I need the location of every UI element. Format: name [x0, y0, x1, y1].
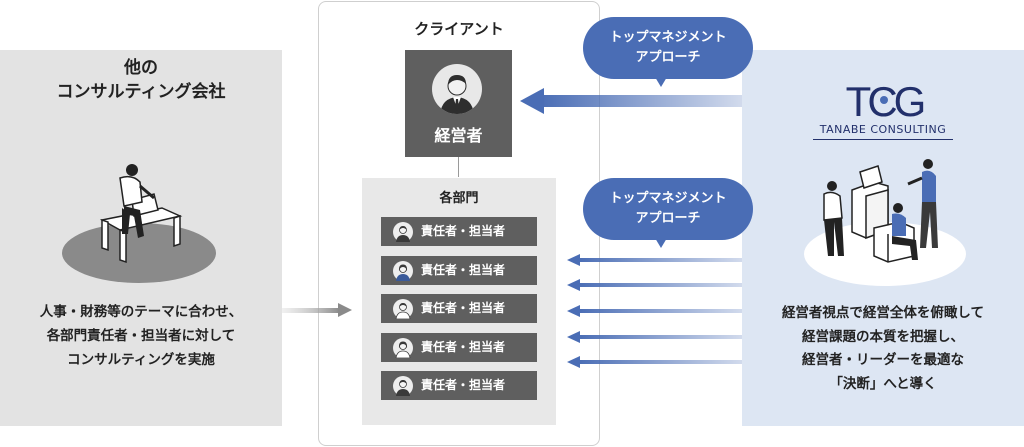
top-management-bubble-lower: トップマネジメント アプローチ — [583, 178, 753, 248]
consultant-at-desk-illustration — [62, 164, 216, 283]
manager-item: 責任者・担当者 — [381, 255, 537, 285]
tcg-description: 経営者視点で経営全体を俯瞰して 経営課題の本質を把握し、 経営者・リーダーを最適… — [781, 305, 985, 392]
other-consulting-title: 他の コンサルティング会社 — [56, 58, 226, 102]
person-avatar-icon — [393, 376, 413, 396]
tcg-logo: TCG — [846, 78, 928, 122]
person-avatar-icon — [393, 260, 413, 281]
tcg-team-illustration — [804, 159, 966, 286]
person-avatar-icon — [393, 222, 413, 242]
manager-label: 責任者・担当者 — [421, 339, 506, 354]
client-title: クライアント — [414, 20, 504, 38]
person-avatar-icon — [393, 299, 413, 319]
manager-label: 責任者・担当者 — [421, 378, 506, 392]
manager-item: 責任者・担当者 — [381, 371, 537, 400]
manager-item: 責任者・担当者 — [381, 217, 537, 246]
executive-label: 経営者 — [434, 126, 483, 145]
executive-box: 経営者 — [405, 50, 512, 157]
top-management-bubble: トップマネジメント アプローチ — [583, 17, 753, 87]
manager-label: 責任者・担当者 — [421, 262, 506, 277]
other-consulting-description: 人事・財務等のテーマに合わせ、 各部門責任者・担当者に対して コンサルティングを… — [39, 304, 243, 368]
manager-label: 責任者・担当者 — [421, 301, 506, 315]
person-avatar-icon — [393, 337, 413, 358]
manager-item: 責任者・担当者 — [381, 294, 537, 323]
manager-label: 責任者・担当者 — [421, 224, 506, 238]
tcg-company-name: TANABE CONSULTING — [742, 123, 1024, 140]
executive-avatar-icon — [432, 64, 482, 114]
manager-list: 責任者・担当者 責任者・担当者 責任者・担当者 責任者・担当者 — [381, 217, 537, 410]
departments-title: 各部門 — [439, 191, 479, 206]
org-connector-line — [458, 157, 459, 177]
manager-item: 責任者・担当者 — [381, 332, 537, 362]
